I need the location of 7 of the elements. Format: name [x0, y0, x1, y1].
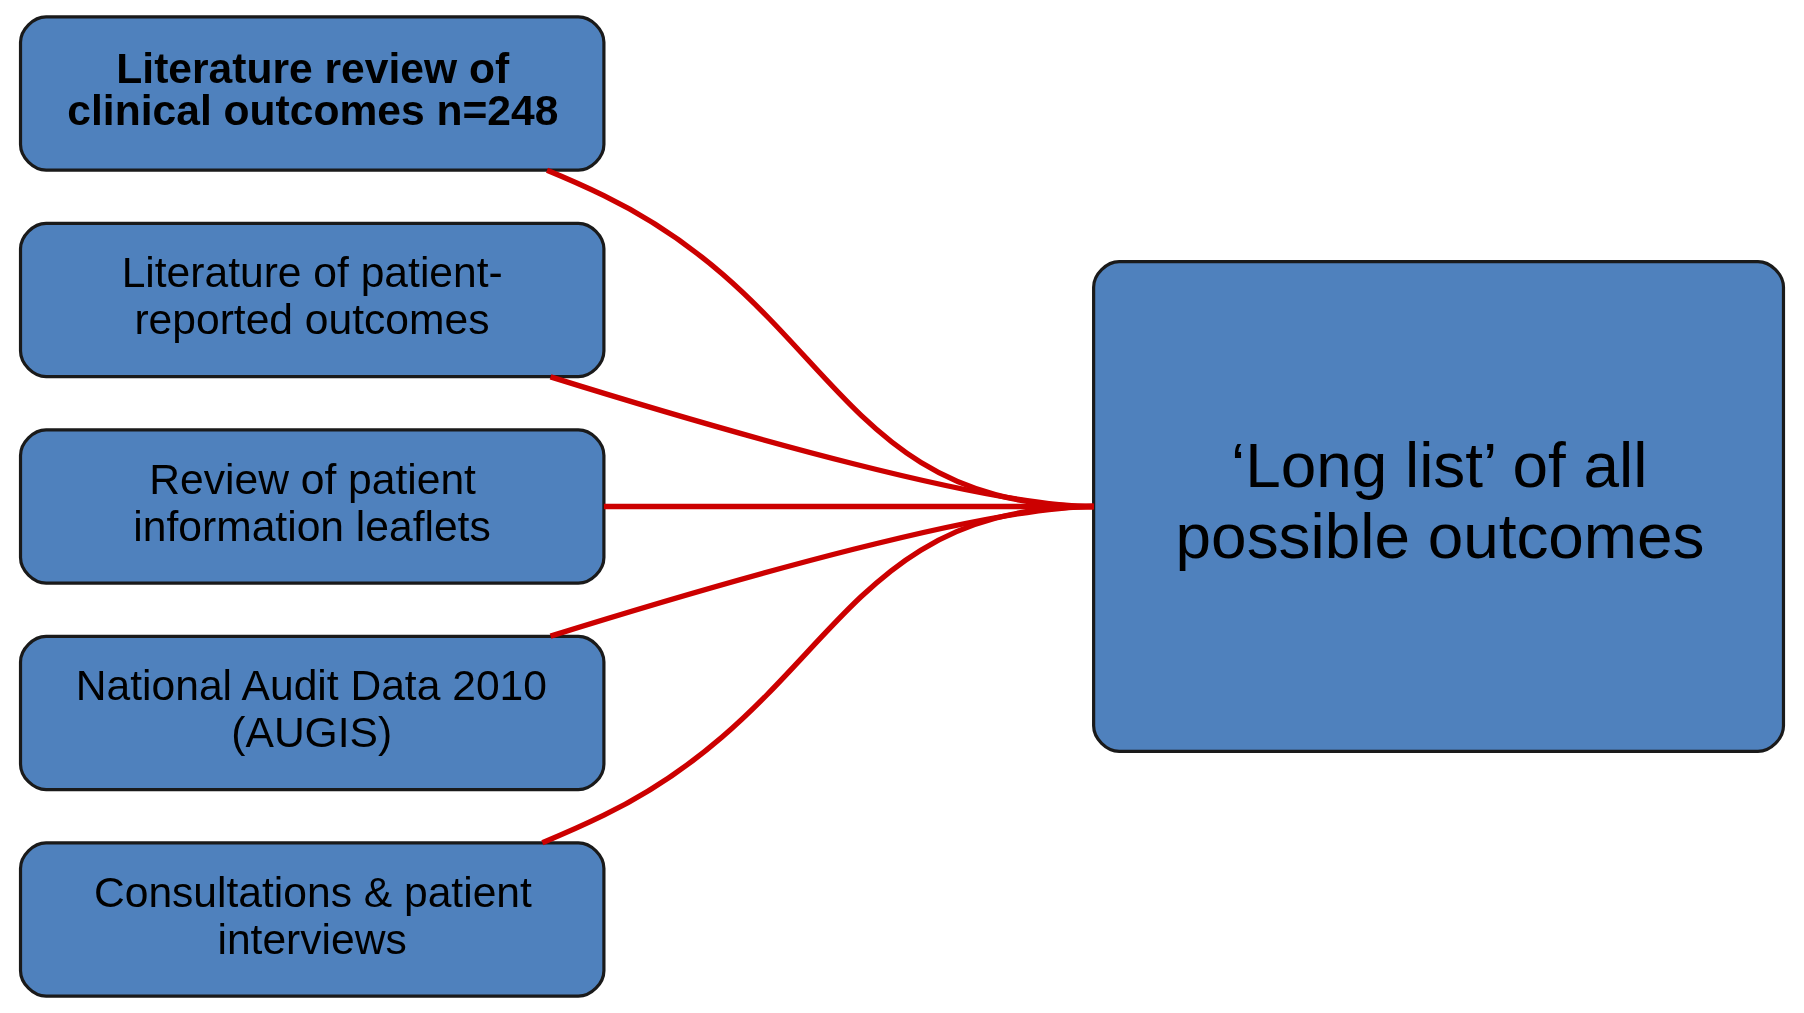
node-box: Review of patient information leaflets	[18, 428, 606, 585]
node-box: Consultations & patient interviews	[18, 841, 606, 998]
node-box: ‘Long list’ of all possible outcomes	[1092, 260, 1786, 753]
node-box: National Audit Data 2010 (AUGIS)	[18, 634, 606, 792]
connector	[541, 503, 1094, 846]
node-box: Literature of patient-reported outcomes	[18, 221, 606, 379]
node-box: Literature review of clinical outcomes n=248	[18, 15, 606, 172]
